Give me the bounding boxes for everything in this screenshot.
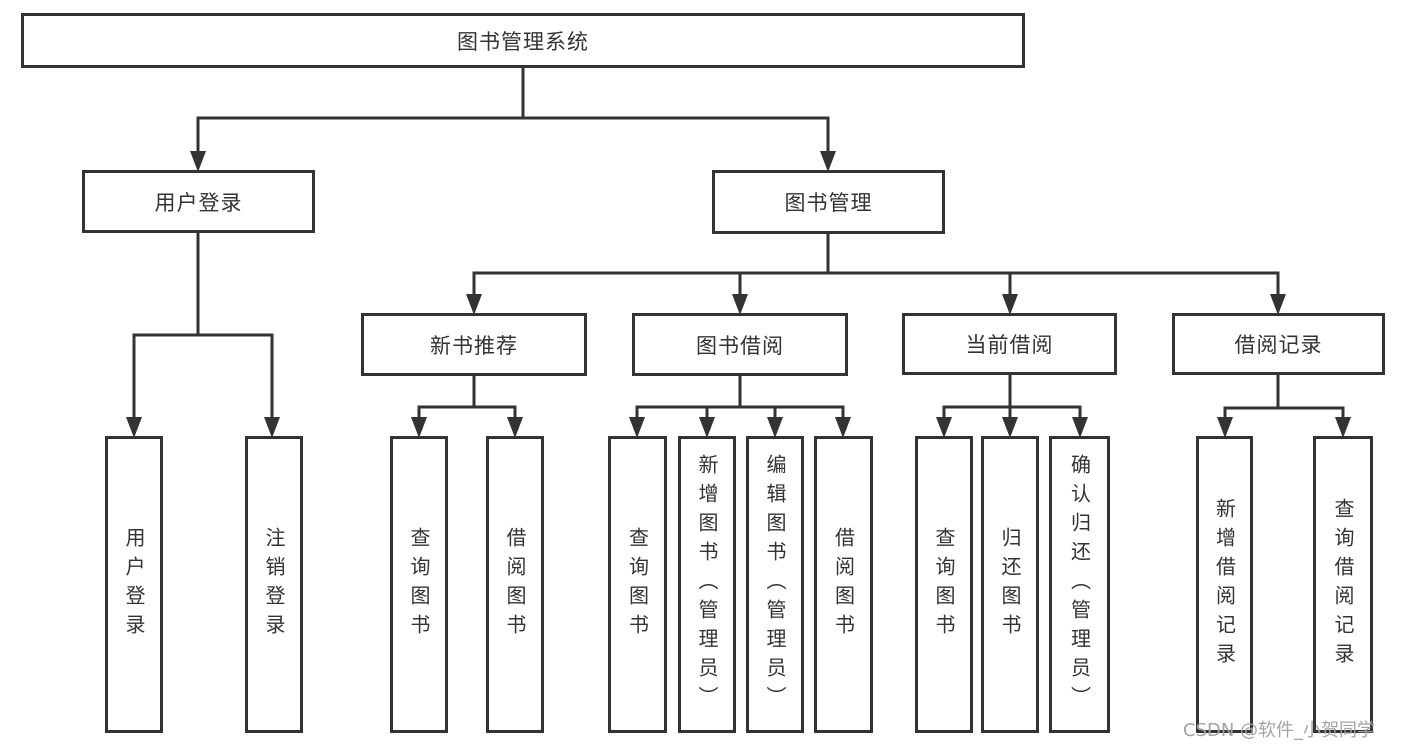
node-current-borrow: 当前借阅 (902, 313, 1117, 375)
node-book-management: 图书管理 (712, 170, 945, 234)
watermark: CSDN @软件_小贺同学 (1183, 720, 1376, 741)
leaf-borrow-books-recommend: 借阅图书 (486, 436, 544, 733)
node-borrow-records: 借阅记录 (1172, 313, 1385, 375)
leaf-query-books-borrow: 查询图书 (608, 436, 667, 733)
leaf-query-borrow-record: 查询借阅记录 (1313, 436, 1373, 733)
leaf-add-borrow-record: 新增借阅记录 (1196, 436, 1253, 733)
node-new-book-recommend: 新书推荐 (361, 313, 587, 376)
leaf-confirm-return-admin: 确认归还（管理员） (1049, 436, 1110, 733)
leaf-add-book-admin: 新增图书（管理员） (678, 436, 736, 733)
leaf-return-books: 归还图书 (981, 436, 1039, 733)
leaf-user-login: 用户登录 (105, 436, 163, 733)
leaf-edit-book-admin: 编辑图书（管理员） (746, 436, 804, 733)
node-user-login: 用户登录 (82, 170, 315, 233)
leaf-logout: 注销登录 (245, 436, 303, 733)
leaf-query-books-recommend: 查询图书 (390, 436, 448, 733)
leaf-borrow-books: 借阅图书 (814, 436, 873, 733)
leaf-query-books-current: 查询图书 (915, 436, 973, 733)
node-book-borrow: 图书借阅 (632, 313, 848, 376)
node-root-system: 图书管理系统 (21, 13, 1025, 68)
